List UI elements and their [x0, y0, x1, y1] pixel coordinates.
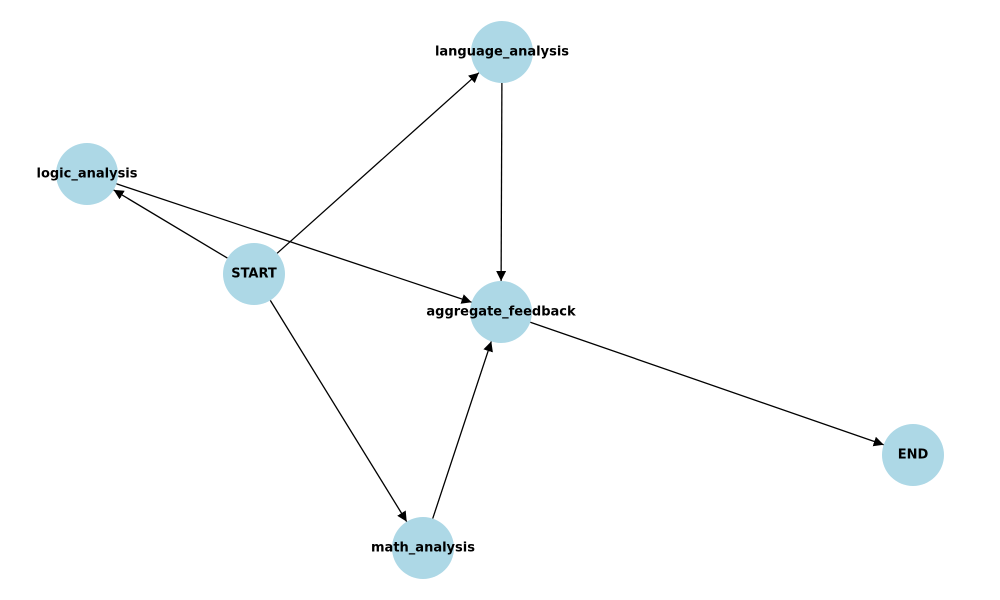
edge-start-to-logic-analysis: [113, 189, 228, 259]
node-math-analysis: math_analysis: [371, 517, 475, 579]
node-circle-language-analysis: [471, 21, 533, 83]
node-label-end: END: [898, 448, 929, 463]
edge-aggregate-feedback-to-end: [530, 321, 884, 447]
node-label-aggregate-feedback: aggregate_feedback: [426, 305, 576, 320]
node-label-math-analysis: math_analysis: [371, 541, 475, 556]
node-label-language-analysis: language_analysis: [435, 45, 569, 60]
node-circle-aggregate-feedback: [470, 281, 532, 343]
node-aggregate-feedback: aggregate_feedback: [426, 281, 576, 343]
edge-start-to-math-analysis: [269, 300, 408, 522]
node-label-logic-analysis: logic_analysis: [36, 167, 137, 182]
edge-math-analysis-to-aggregate-feedback: [432, 341, 493, 519]
edge-start-to-language-analysis: [276, 72, 480, 254]
node-circle-logic-analysis: [56, 143, 118, 205]
edges-layer: [113, 72, 884, 522]
edge-logic-analysis-to-aggregate-feedback: [116, 183, 472, 304]
node-label-start: START: [231, 267, 277, 282]
node-circle-end: [882, 424, 944, 486]
node-language-analysis: language_analysis: [435, 21, 569, 83]
edge-language-analysis-to-aggregate-feedback: [496, 82, 507, 282]
node-logic-analysis: logic_analysis: [36, 143, 138, 205]
node-start: START: [223, 243, 285, 305]
node-end: END: [882, 424, 944, 486]
node-circle-start: [223, 243, 285, 305]
node-circle-math-analysis: [392, 517, 454, 579]
